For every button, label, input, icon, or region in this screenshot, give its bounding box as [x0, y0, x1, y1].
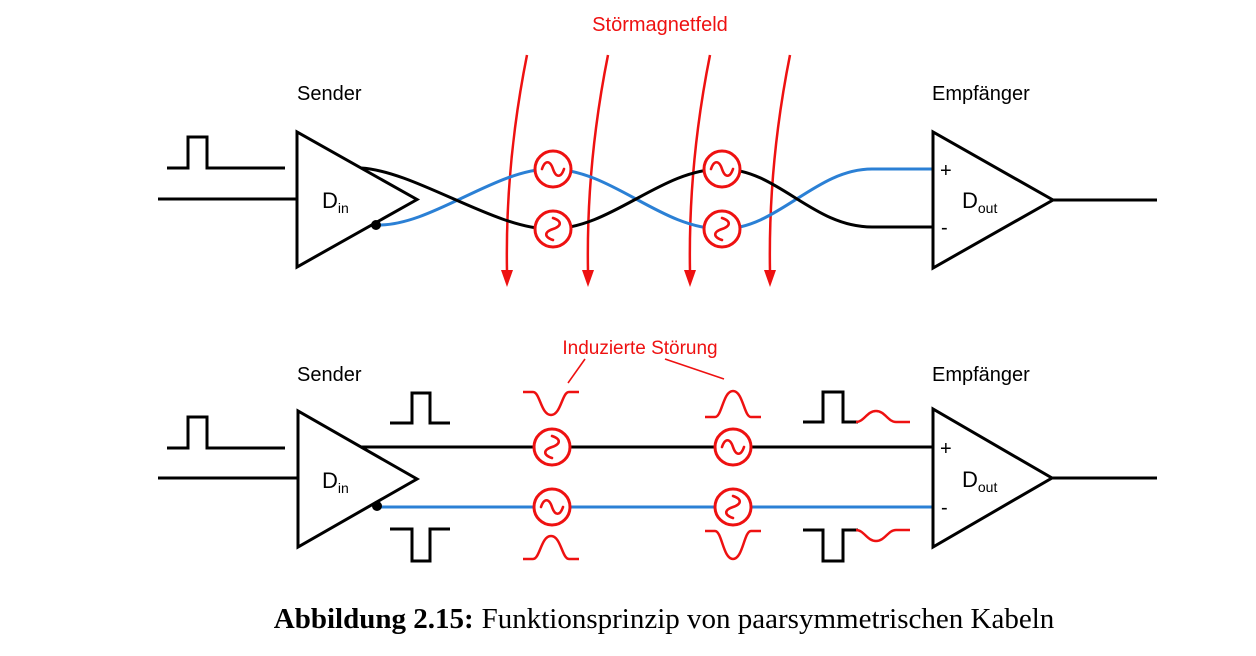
ac-source-icon [533, 149, 573, 189]
din-sub: in [338, 200, 349, 216]
noise-leader-line [567, 358, 586, 384]
dout-label: Dout [962, 188, 997, 216]
induced-noise-dip [705, 529, 761, 561]
input-pulse-waveform [167, 415, 285, 450]
ac-source-icon [702, 149, 742, 189]
plus-input-label: + [940, 438, 952, 460]
empfaenger-label: Empfänger [932, 83, 1030, 105]
ac-source-icon [532, 427, 572, 467]
receiver-triangle [931, 129, 1057, 271]
wire-black [360, 166, 933, 231]
plus-input-label: + [940, 160, 952, 182]
sender-label: Sender [297, 364, 362, 386]
field-line [768, 54, 792, 273]
noise-leader-line [664, 358, 725, 380]
sender-label: Sender [297, 83, 362, 105]
induced-noise-bump [523, 534, 579, 561]
ac-source-icon [532, 487, 572, 527]
residual-noise-ripple [855, 409, 910, 424]
residual-noise-ripple [855, 528, 910, 543]
induzierte-stoerung-label: Induzierte Störung [562, 338, 717, 359]
ac-source-icon [533, 209, 573, 249]
din-base: D [322, 188, 338, 213]
receiver-triangle [931, 406, 1055, 550]
minus-input-label: - [941, 217, 948, 239]
ac-source-icon [713, 487, 753, 527]
din-sub: in [338, 480, 349, 496]
field-line [586, 54, 610, 273]
down-arrow-icon [582, 270, 594, 287]
wire-junction-dot [372, 501, 382, 511]
dout-base: D [962, 188, 978, 213]
caption-title: Funktionsprinzip von paarsymmetrischen K… [482, 603, 1055, 635]
down-arrow-icon [501, 270, 513, 287]
signal-pulse-negative [803, 528, 858, 563]
ac-source-icon [713, 427, 753, 467]
signal-pulse-positive [803, 390, 858, 424]
signal-pulse-negative [390, 527, 450, 563]
caption-number: Abbildung 2.15: [274, 603, 474, 635]
dout-sub: out [978, 200, 998, 216]
figure-caption: Abbildung 2.15:Funktionsprinzip von paar… [274, 603, 1055, 635]
dout-sub: out [978, 479, 998, 495]
stoermagnetfeld-label: Störmagnetfeld [592, 14, 728, 36]
bottom-diagram: Induzierte Störung Sender Din [158, 338, 1157, 563]
top-diagram: Störmagnetfeld Sender Din [158, 14, 1157, 287]
sender-triangle [296, 408, 421, 550]
wire-blue [375, 167, 933, 231]
down-arrow-icon [764, 270, 776, 287]
ac-source-icon [702, 209, 742, 249]
din-label: Din [322, 468, 349, 496]
field-line [688, 54, 712, 273]
din-label: Din [322, 188, 349, 216]
din-base: D [322, 468, 338, 493]
signal-pulse-positive [390, 391, 450, 425]
field-line [505, 54, 529, 273]
dout-label: Dout [962, 467, 997, 495]
induced-noise-dip [523, 390, 579, 417]
input-pulse-waveform [167, 135, 285, 170]
empfaenger-label: Empfänger [932, 364, 1030, 386]
minus-input-label: - [941, 497, 948, 519]
sender-triangle [295, 129, 421, 270]
induced-noise-bump [705, 389, 761, 419]
down-arrow-icon [684, 270, 696, 287]
field-lines [501, 54, 792, 287]
wire-junction-dot [371, 220, 381, 230]
dout-base: D [962, 467, 978, 492]
